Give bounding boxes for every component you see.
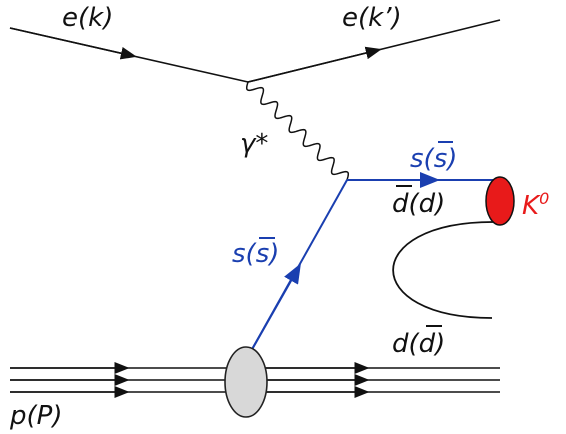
virtual-photon-line [245, 81, 350, 181]
svg-text:s(s): s(s) [232, 239, 279, 269]
kaon-meson-blob [485, 176, 515, 226]
overlined-s: s [434, 144, 448, 174]
incoming-electron-line [9, 27, 249, 83]
svg-text:d(d): d(d) [392, 329, 445, 359]
d-quark-arc [392, 221, 494, 319]
incoming-quark-line [245, 179, 348, 361]
dbar-d-label: d(d) [392, 185, 445, 219]
outgoing-quark-label: s(s) [410, 141, 457, 174]
incoming-electron-label: e(k) [62, 3, 113, 33]
outgoing-electron-label: e(k’) [342, 3, 402, 33]
kaon-label: K0 [522, 189, 549, 221]
outgoing-electron-line [247, 19, 501, 83]
svg-text:d(d): d(d) [392, 189, 445, 219]
d-dbar-label: d(d) [392, 325, 445, 359]
proton-blob [224, 346, 268, 418]
photon-label: γ* [240, 129, 268, 159]
svg-text:s(s): s(s) [410, 144, 457, 174]
incoming-quark-label: s(s) [232, 237, 279, 269]
proton-label: p(P) [9, 401, 62, 431]
